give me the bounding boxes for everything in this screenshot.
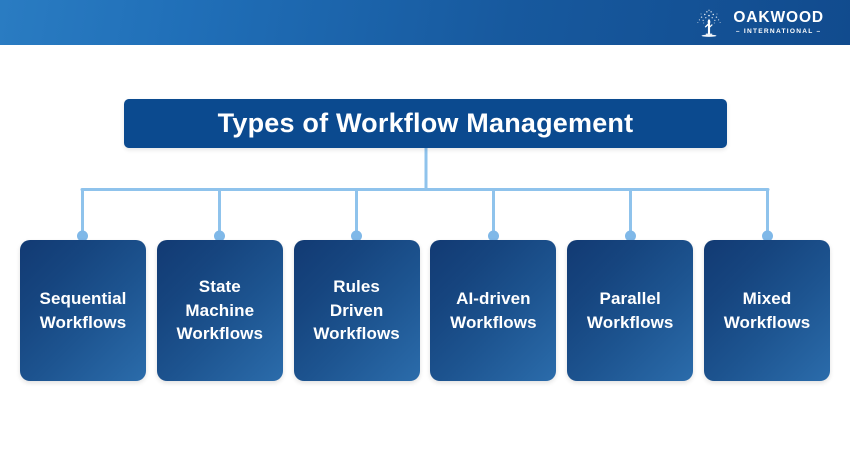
- workflow-type-label: AI-driven Workflows: [450, 289, 537, 332]
- workflow-type-card-4[interactable]: AI-driven Workflows: [430, 240, 557, 381]
- header-bar: OAKWOOD – INTERNATIONAL –: [0, 0, 850, 45]
- workflow-type-row: Sequential Workflows State Machine Workf…: [20, 240, 830, 381]
- workflow-type-card-1[interactable]: Sequential Workflows: [20, 240, 146, 381]
- workflow-type-label: Sequential Workflows: [39, 289, 127, 332]
- page-title: Types of Workflow Management: [217, 108, 634, 138]
- workflow-type-label: Mixed Workflows: [723, 289, 811, 332]
- oak-tree-icon: [697, 9, 721, 37]
- workflow-type-label: Rules Driven Workflows: [313, 277, 400, 344]
- workflow-type-card-6[interactable]: Mixed Workflows: [703, 240, 830, 381]
- brand-subtitle: – INTERNATIONAL –: [735, 27, 822, 35]
- workflow-type-label: Parallel Workflows: [586, 289, 674, 332]
- brand-name: OAKWOOD: [733, 9, 824, 27]
- workflow-type-card-5[interactable]: Parallel Workflows: [567, 240, 694, 381]
- brand-logo: OAKWOOD – INTERNATIONAL –: [692, 5, 824, 41]
- workflow-type-card-2[interactable]: State Machine Workflows: [156, 240, 283, 381]
- workflow-type-card-3[interactable]: Rules Driven Workflows: [293, 240, 420, 381]
- diagram-title-box: Types of Workflow Management: [124, 99, 727, 148]
- workflow-type-label: State Machine Workflows: [176, 277, 264, 344]
- brand-text: OAKWOOD – INTERNATIONAL –: [733, 10, 824, 35]
